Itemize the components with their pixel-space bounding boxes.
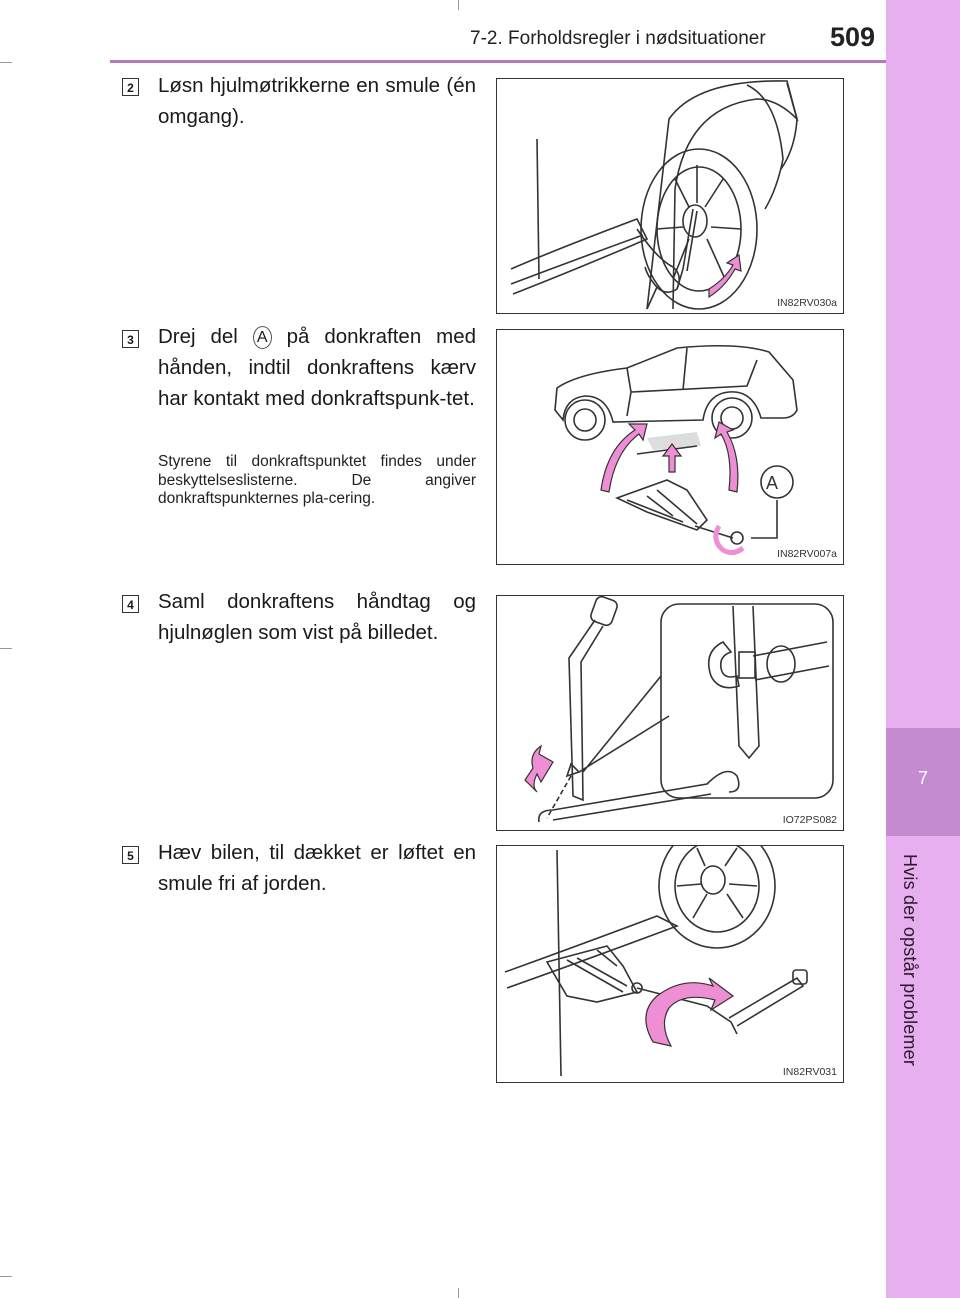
- raise-vehicle-illustration: [504, 846, 808, 1077]
- loosen-nuts-illustration: [510, 80, 799, 310]
- chapter-label: Hvis der opstår problemer: [900, 854, 920, 1067]
- step-3-text-after: på donkraften med hånden, indtil donkraf…: [158, 325, 477, 410]
- step-5-text: Hæv bilen, til dækket er løftet en smule…: [158, 841, 476, 895]
- chapter-number: 7: [917, 768, 928, 788]
- crop-mark: [0, 62, 12, 63]
- figure-code: IN82RV007a: [777, 548, 837, 560]
- step-number-5: 5: [122, 846, 139, 864]
- step-2-text: Løsn hjulmøtrikkerne en smule (én omgang…: [158, 74, 476, 128]
- step-3-note: Styrene til donkraftspunktet findes unde…: [158, 453, 476, 507]
- jack-position-illustration: A: [554, 344, 798, 556]
- figure-loosen-nuts: IN82RV030a: [496, 78, 844, 314]
- figure-callout-a: A: [766, 473, 778, 493]
- step-3-text-before: Drej del: [158, 325, 238, 348]
- figure-jack-position: A IN82RV007a: [496, 329, 844, 565]
- figure-code: IN82RV031: [782, 1066, 837, 1078]
- step-number-4: 4: [122, 595, 139, 613]
- step-number-3: 3: [122, 330, 139, 348]
- crop-mark: [458, 1288, 459, 1298]
- figure-assemble-handle: IO72PS082: [496, 595, 844, 831]
- section-title: 7-2. Forholdsregler i nødsituationer: [470, 28, 766, 49]
- step-number-2: 2: [122, 78, 139, 96]
- chapter-tab[interactable]: [886, 728, 960, 836]
- page-number: 509: [830, 22, 876, 52]
- figure-raise-vehicle: IN82RV031: [496, 845, 844, 1083]
- callout-a: A: [252, 326, 272, 350]
- assemble-handle-illustration: [524, 596, 834, 823]
- header-rule: [110, 60, 886, 63]
- crop-mark: [458, 0, 459, 10]
- step-4-text: Saml donkraftens håndtag og hjulnøglen s…: [158, 590, 476, 644]
- chapter-side-bar: [886, 0, 960, 1298]
- step-3-text: Drej del A på donkraften med hånden, ind…: [158, 321, 476, 414]
- crop-mark: [0, 648, 12, 649]
- figure-code: IN82RV030a: [777, 297, 837, 309]
- figure-code: IO72PS082: [782, 814, 837, 826]
- crop-mark: [0, 1276, 12, 1277]
